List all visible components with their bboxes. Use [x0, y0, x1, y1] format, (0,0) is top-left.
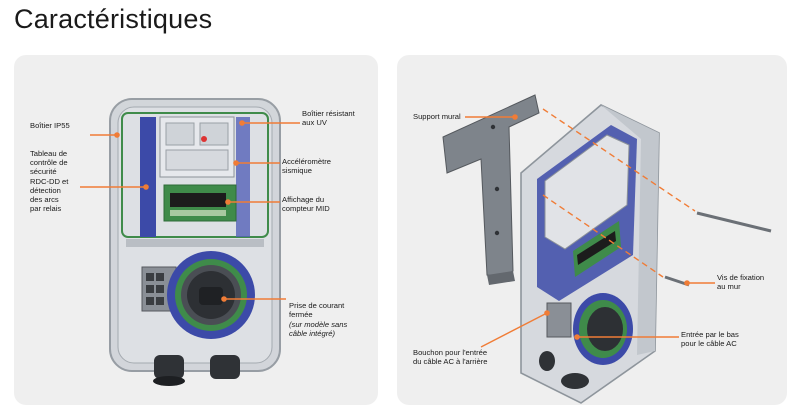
safety-control-board — [140, 117, 156, 237]
page-title: Caractéristiques — [14, 4, 213, 34]
features-panel-front: Boîtier IP55 Tableau de contrôle de sécu… — [14, 55, 378, 405]
charger-mounting-illustration — [442, 94, 772, 404]
alignment-line-bottom — [542, 194, 664, 278]
callout-ip55: Boîtier IP55 — [30, 121, 70, 130]
leader-rear-plug — [480, 312, 548, 348]
alignment-line-top — [542, 108, 696, 212]
callout-socket-label: Prise de courant fermée — [289, 301, 345, 320]
callout-uv: Boîtier résistant aux UV — [302, 109, 355, 128]
callout-rcd: Tableau de contrôle de sécurité RDC-DD e… — [30, 149, 69, 214]
socket-face-3d — [587, 307, 623, 351]
cable-gland-bottom — [561, 373, 589, 389]
features-panel-mounting: Support mural Vis de fixation au mur Ent… — [397, 55, 787, 405]
cable-gland-right — [210, 355, 240, 379]
charger-front-illustration — [80, 98, 300, 386]
callout-bracket: Support mural — [413, 112, 461, 121]
screw-top — [696, 211, 772, 233]
mid-meter-display — [170, 193, 226, 207]
cable-gland-rear — [539, 351, 555, 371]
callout-socket: Prise de courant fermée (sur modèle sans… — [289, 292, 369, 347]
callout-seismic: Accéléromètre sismique — [282, 157, 331, 176]
callout-screws: Vis de fixation au mur — [717, 273, 765, 292]
terminal-block-3d — [546, 302, 572, 338]
callout-mid: Affichage du compteur MID — [282, 195, 330, 214]
callout-rear-plug: Bouchon pour l'entrée du câble AC à l'ar… — [413, 348, 488, 367]
callout-socket-note: (sur modèle sans câble intégré) — [289, 319, 348, 338]
cable-gland-left — [154, 355, 184, 379]
callout-bottom-entry: Entrée par le bas pour le câble AC — [681, 330, 739, 349]
internal-frame — [121, 112, 269, 238]
